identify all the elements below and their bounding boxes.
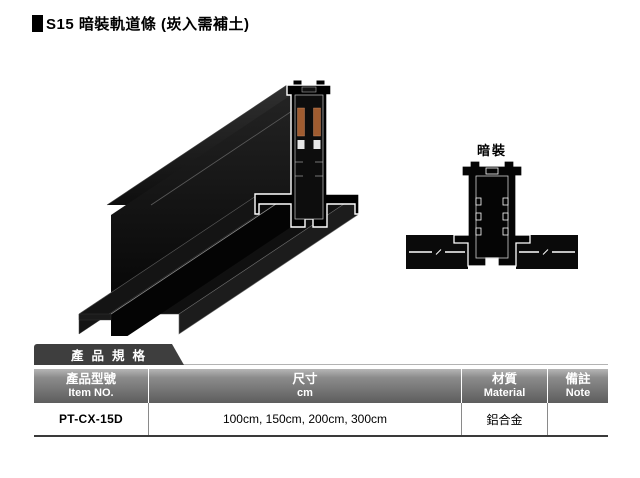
col-header-material-zh: 材質: [491, 372, 517, 387]
profile-rib-right-1: [502, 197, 509, 206]
page-title-text: S15 暗裝軌道條 (崁入需補土): [46, 16, 250, 33]
profile-rib-left-3: [475, 227, 482, 236]
spec-tab-rule: [34, 364, 608, 365]
title-square-marker: [32, 15, 43, 32]
cap-inner-detail: [301, 86, 317, 93]
col-header-note-zh: 備註: [565, 372, 591, 387]
cap-edge-line: [106, 84, 288, 206]
copper-conductor-right: [313, 107, 321, 137]
profile-rib-left-2: [475, 212, 482, 221]
track-side-upper-surface: [111, 95, 291, 314]
insulator-right: [313, 140, 321, 149]
track-profile-outline: [453, 160, 531, 267]
cap-bump-left: [292, 79, 303, 86]
ceiling-slab-left: [406, 235, 468, 269]
col-header-material: 材質 Material: [462, 369, 548, 403]
profile-cap-detail: [485, 167, 499, 175]
cell-material: 鋁合金: [462, 403, 548, 435]
cell-note: [548, 403, 608, 435]
copper-conductor-left: [297, 107, 305, 137]
profile-rib-right-2: [502, 212, 509, 221]
col-header-size-en: cm: [297, 386, 313, 399]
col-header-size-zh: 尺寸: [292, 372, 318, 387]
profile-rib-right-3: [502, 227, 509, 236]
col-header-note: 備註 Note: [548, 369, 608, 403]
spec-section-tab: 產品規格: [34, 344, 184, 365]
insulator-left: [297, 140, 305, 149]
cross-section-label: 暗裝: [476, 143, 507, 158]
track-3d-drawing: [78, 79, 360, 336]
flange-junction-highlight: [110, 193, 292, 315]
track-side-lower-surface: [111, 194, 291, 336]
spec-tab-title: 產品規格: [70, 349, 153, 363]
cell-size: 100cm, 150cm, 200cm, 300cm: [149, 403, 462, 435]
col-header-item-no-en: Item NO.: [68, 386, 114, 399]
profile-rib-left-1: [475, 197, 482, 206]
spec-table-row: PT-CX-15D 100cm, 150cm, 200cm, 300cm 鋁合金: [34, 403, 608, 437]
cap-bump-right: [315, 79, 326, 86]
cross-section-diagram: [406, 160, 578, 269]
spec-table-header: 產品型號 Item NO. 尺寸 cm 材質 Material 備註 Note: [34, 369, 608, 403]
cell-item-no: PT-CX-15D: [34, 403, 149, 435]
page-title: S15 暗裝軌道條 (崁入需補土): [32, 13, 250, 34]
col-header-item-no: 產品型號 Item NO.: [34, 369, 149, 403]
track-far-end-face: [78, 313, 112, 321]
col-header-size: 尺寸 cm: [149, 369, 462, 403]
col-header-item-no-zh: 產品型號: [65, 372, 116, 387]
col-header-note-en: Note: [565, 386, 591, 399]
flange-front-edge-line: [78, 193, 260, 315]
col-header-material-en: Material: [483, 386, 526, 399]
